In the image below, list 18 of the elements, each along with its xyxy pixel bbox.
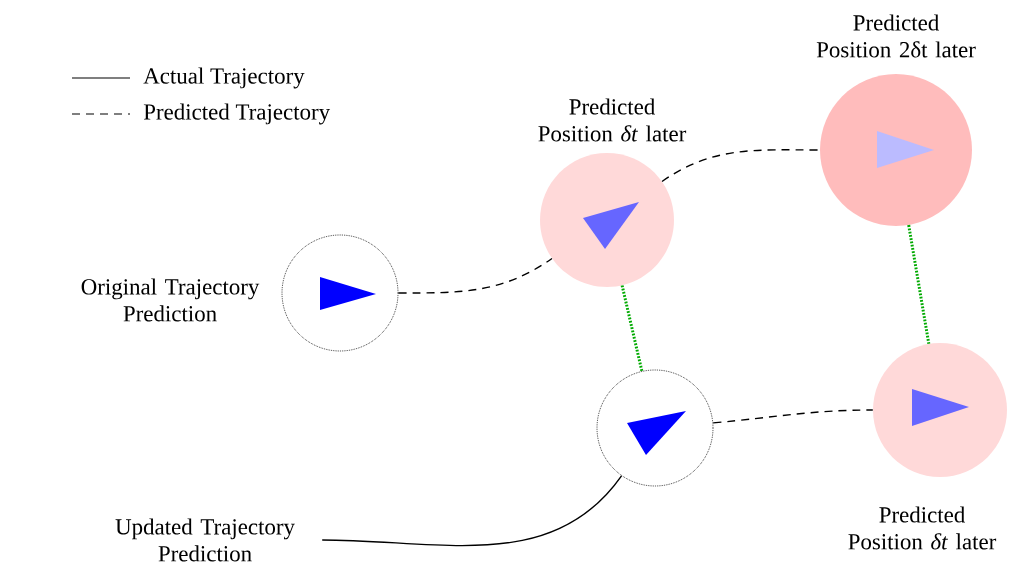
trajectory-line [321, 475, 623, 547]
node-caption: Original Trajectory Prediction [81, 278, 260, 322]
position-circle [873, 343, 1007, 477]
node-caption: Predicted Position δt later [538, 98, 687, 142]
trajectory-line [397, 257, 553, 294]
legend-text: Actual Trajectory [143, 67, 305, 89]
dotted-connector [907, 224, 931, 344]
dotted-circle [596, 369, 714, 487]
position-circle [820, 74, 972, 226]
node-text: Updated Trajectory Prediction [115, 518, 295, 562]
node-caption: Predicted Position δt later [848, 506, 997, 550]
dotted-connector [620, 285, 644, 372]
dotted-circle [281, 234, 399, 352]
trajectory-line [712, 409, 874, 424]
node-caption: Predicted Position 2δt later [816, 14, 976, 58]
trajectory-line [661, 149, 821, 183]
legend-text: Predicted Trajectory [143, 103, 331, 125]
position-circle [540, 153, 674, 287]
